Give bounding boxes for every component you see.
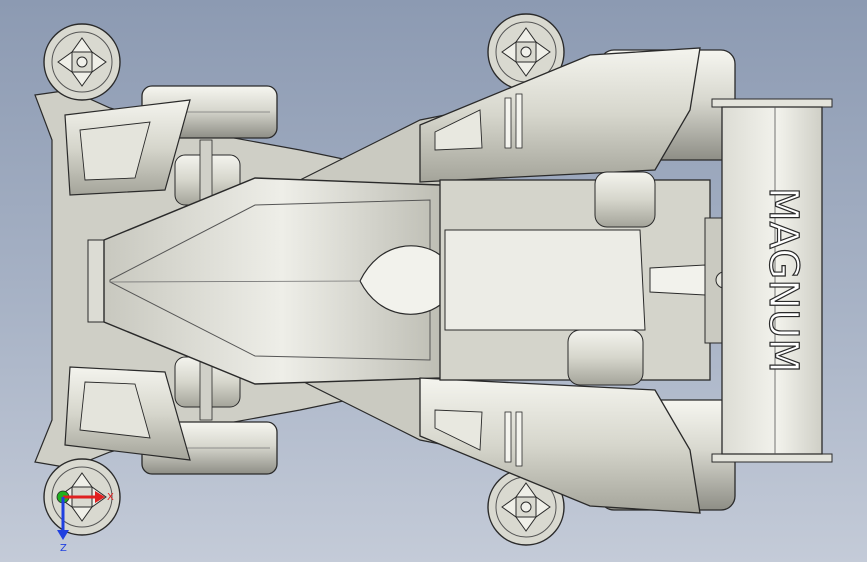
body-nose[interactable] bbox=[103, 177, 461, 385]
triad-x-label: X bbox=[107, 492, 114, 503]
front-left-roller[interactable] bbox=[43, 23, 121, 101]
wing-logo-text: MAGNUM bbox=[760, 187, 806, 373]
rear-wing[interactable]: MAGNUM bbox=[711, 98, 833, 463]
coordinate-triad: X Z bbox=[56, 490, 114, 554]
right-side-pod[interactable] bbox=[419, 377, 701, 514]
triad-z-label: Z bbox=[60, 543, 67, 554]
rear-left-roller[interactable] bbox=[487, 13, 565, 91]
front-bumper[interactable] bbox=[64, 99, 191, 461]
left-side-pod[interactable] bbox=[419, 47, 701, 183]
rear-body[interactable] bbox=[439, 171, 746, 386]
